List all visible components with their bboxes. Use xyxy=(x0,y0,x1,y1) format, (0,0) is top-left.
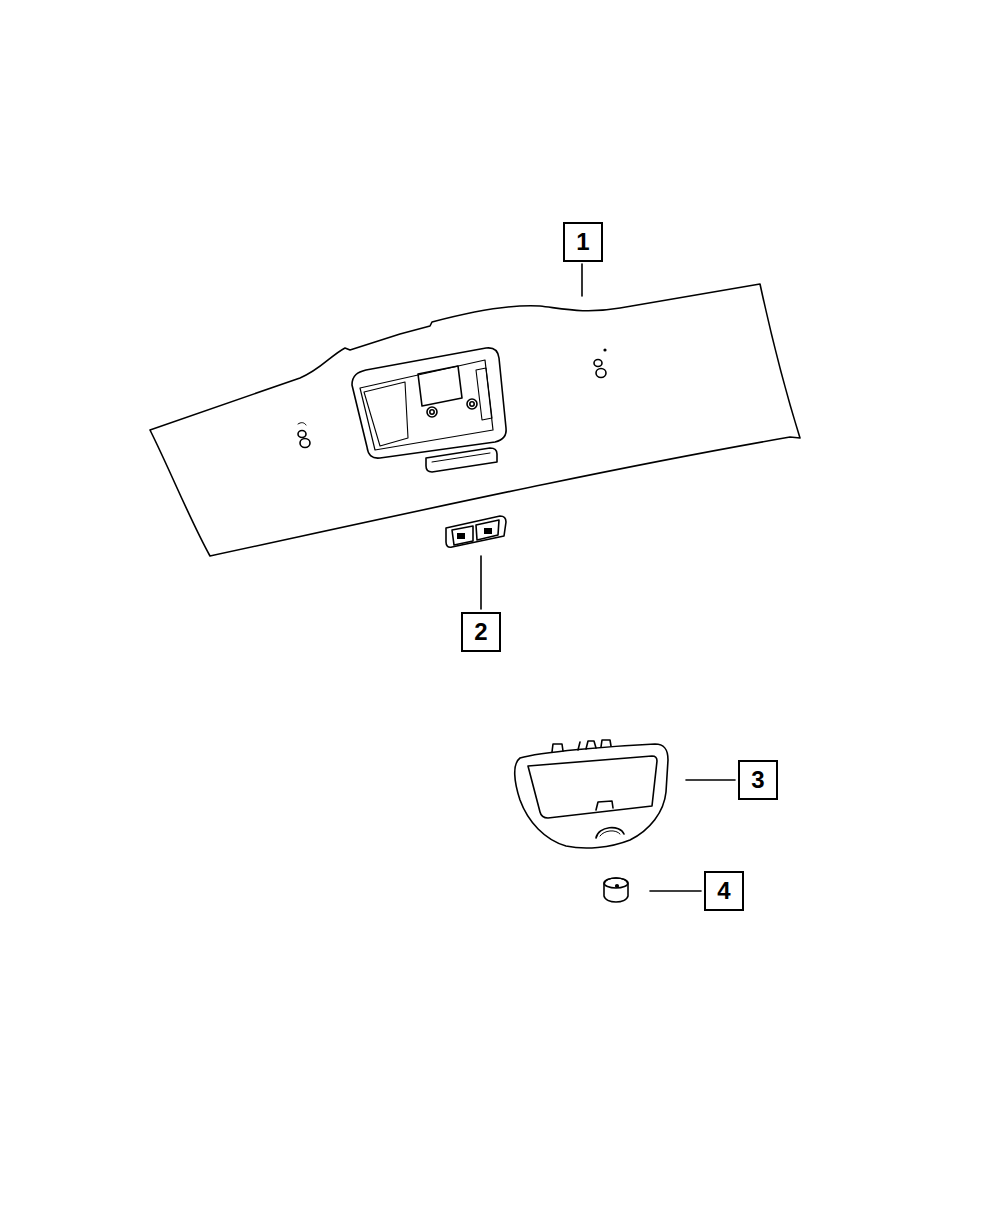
callout-number: 1 xyxy=(563,222,603,262)
plug-dot xyxy=(616,885,619,888)
attach-mark xyxy=(298,423,306,425)
leader-line xyxy=(650,890,701,892)
plug xyxy=(604,878,628,902)
lamp-hole xyxy=(596,828,624,838)
console-recess xyxy=(352,348,506,458)
switch-bezel xyxy=(446,516,506,547)
switch-button xyxy=(476,520,499,540)
screw xyxy=(470,402,474,406)
recess-square xyxy=(418,366,462,406)
switch-opening xyxy=(432,453,490,462)
attach-mark xyxy=(604,349,606,351)
headliner-panel xyxy=(150,284,800,556)
switch-icon xyxy=(457,533,465,539)
lamp-lens-opening xyxy=(528,756,657,818)
screw xyxy=(430,410,434,414)
lamp-bezel xyxy=(515,744,668,848)
attach-hole xyxy=(596,369,606,378)
lamp-tabs xyxy=(552,740,611,752)
lamp-hole xyxy=(600,831,620,836)
attach-hole xyxy=(300,439,310,448)
switch-icon xyxy=(484,528,492,534)
leader-line xyxy=(686,779,735,781)
leader-line xyxy=(480,556,482,609)
attach-hole xyxy=(594,360,602,367)
console-recess-inner xyxy=(360,360,493,450)
callout-number: 2 xyxy=(461,612,501,652)
callout-number: 4 xyxy=(704,871,744,911)
leader-line xyxy=(581,264,583,296)
recess-pocket xyxy=(476,368,492,420)
recess-pocket xyxy=(364,382,408,446)
plug xyxy=(604,878,628,888)
screw xyxy=(427,407,437,417)
lamp-tab xyxy=(596,801,613,810)
switch-opening xyxy=(426,448,497,472)
screw xyxy=(467,399,477,409)
attach-hole xyxy=(298,431,306,438)
switch-button xyxy=(452,526,473,545)
callout-number: 3 xyxy=(738,760,778,800)
